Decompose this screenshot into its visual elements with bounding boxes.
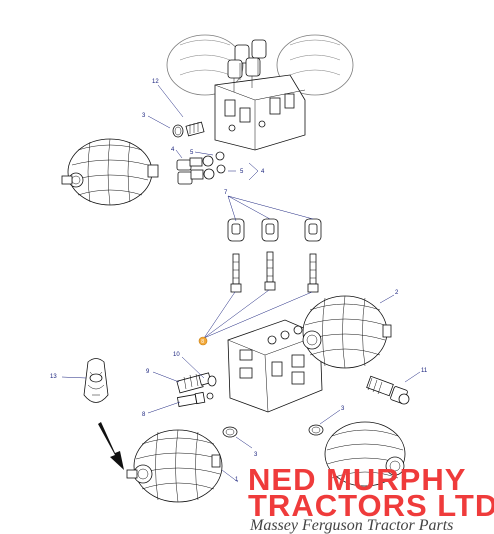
highlight-marker: 8 xyxy=(198,336,208,346)
callout-4-left: 4 xyxy=(171,147,175,153)
callout-2: 2 xyxy=(395,290,399,296)
callout-9: 9 xyxy=(146,369,150,375)
part-9-cartridge xyxy=(176,372,212,394)
callout-4-right: 4 xyxy=(261,169,265,175)
callout-13: 13 xyxy=(50,374,57,380)
callout-7: 7 xyxy=(224,190,228,196)
cartridge-4-upper xyxy=(176,155,214,171)
cartridge-4-lower xyxy=(177,168,215,185)
watermark-line1: NED MURPHY xyxy=(248,462,466,497)
top-fittings xyxy=(172,121,226,185)
callout-3-left: 3 xyxy=(254,452,258,458)
accumulator-1 xyxy=(126,429,223,503)
part-8-fitting xyxy=(176,391,214,407)
callout-1: 1 xyxy=(235,477,239,483)
part-13-tool xyxy=(83,358,109,403)
callout-10: 10 xyxy=(173,352,180,358)
o-ring-5-lower xyxy=(216,164,226,174)
accumulator-lower-right xyxy=(324,421,406,487)
svg-text:8: 8 xyxy=(201,339,204,345)
top-solenoid-2 xyxy=(251,39,267,59)
main-valve-block xyxy=(227,319,323,413)
top-left-accumulator xyxy=(61,138,159,206)
solenoid-coil-2 xyxy=(261,218,279,291)
o-ring-3-left xyxy=(222,426,238,438)
solenoid-coils xyxy=(227,218,322,293)
solenoid-coil-3 xyxy=(304,218,322,293)
callout-12: 12 xyxy=(152,79,159,85)
solenoid-coil-1 xyxy=(227,218,245,293)
callout-3-top: 3 xyxy=(142,113,146,119)
part-11-sensor xyxy=(366,375,410,405)
top-solenoid-4 xyxy=(245,57,261,77)
top-valve-block xyxy=(214,39,306,151)
leader-lines xyxy=(61,84,421,483)
fitting-12 xyxy=(185,121,205,137)
callout-labels: 12 3 4 5 5 4 7 2 10 9 11 13 8 3 3 1 xyxy=(50,79,428,483)
callout-3-right: 3 xyxy=(341,406,345,412)
callout-5-upper: 5 xyxy=(190,150,194,156)
top-solenoid-3 xyxy=(227,59,243,79)
accumulator-2 xyxy=(302,295,392,369)
top-accumulator-left-bg xyxy=(166,34,244,96)
direction-arrow xyxy=(98,422,124,470)
o-ring-3-right xyxy=(308,424,324,436)
callout-11: 11 xyxy=(421,368,428,374)
watermark-tagline: Massey Ferguson Tractor Parts xyxy=(249,517,453,534)
watermark: NED MURPHY TRACTORS LTD. Massey Ferguson… xyxy=(248,462,494,534)
top-accumulator-right-bg xyxy=(276,34,354,96)
watermark-line2: TRACTORS LTD. xyxy=(248,488,494,523)
top-assembly xyxy=(166,34,354,96)
o-ring-10 xyxy=(207,375,217,387)
callout-8: 8 xyxy=(142,412,146,418)
o-ring-5-upper xyxy=(215,151,225,161)
callout-5-lower: 5 xyxy=(240,169,244,175)
